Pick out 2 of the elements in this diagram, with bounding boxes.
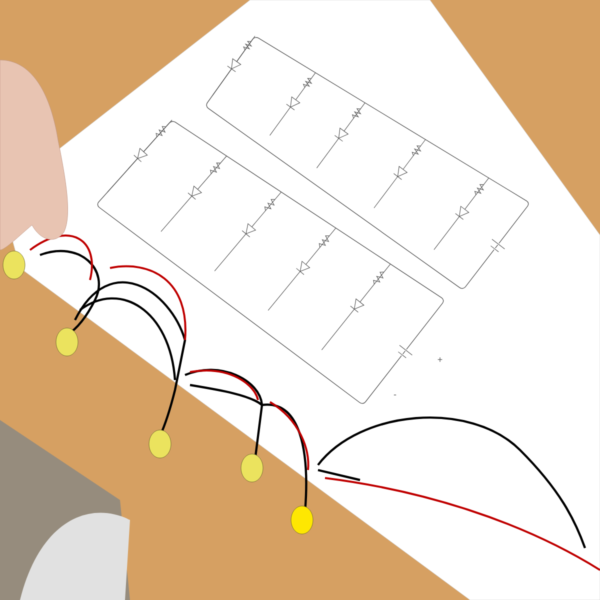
polarity-label: + <box>438 357 442 362</box>
polarity-label: - <box>394 394 396 396</box>
